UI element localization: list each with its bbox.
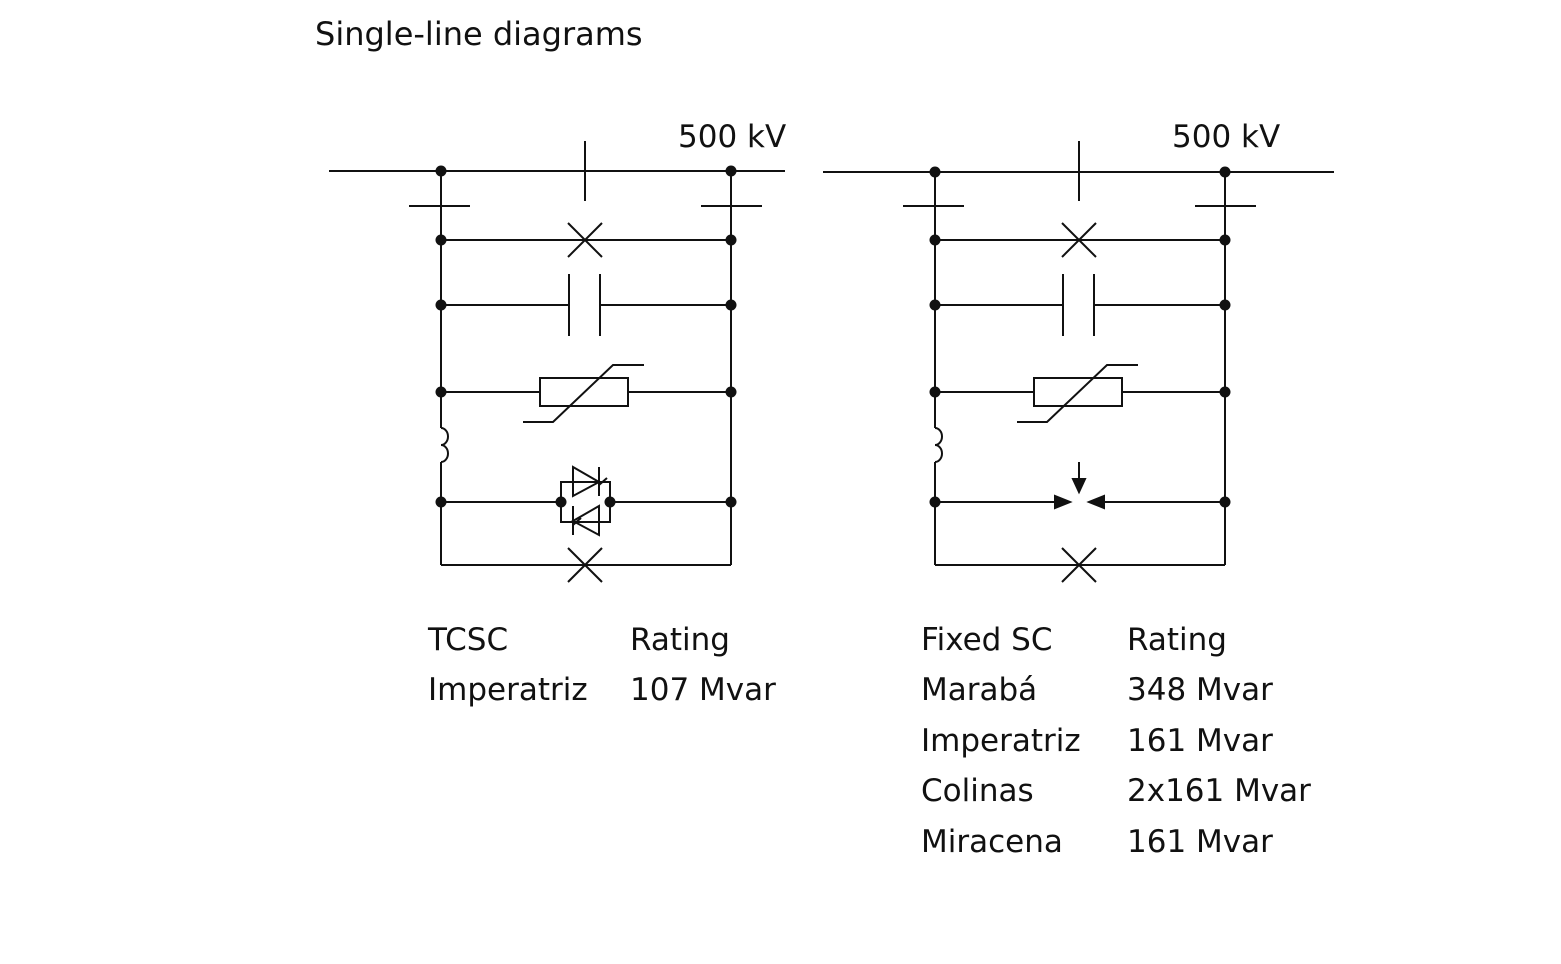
junction-dot [929,386,941,398]
wire [567,222,603,258]
junction-dot [435,299,447,311]
station-name: Miracena [921,823,1063,860]
junction-dot [929,234,941,246]
table-header-rating: Rating [1127,622,1227,658]
junction-dot [435,386,447,398]
bypass-breaker-icon [567,222,603,258]
table-header-name: TCSC [428,622,509,658]
wire [1061,222,1097,258]
station-name: Imperatriz [428,672,588,708]
station-name: Colinas [921,773,1034,809]
thyristor-valve-icon [441,465,731,537]
station-name: Imperatriz [921,722,1081,759]
junction-dot [929,299,941,311]
station-rating: 348 Mvar [1127,672,1273,708]
protective-breaker-icon [567,547,603,583]
spark-gap-icon [935,462,1225,510]
junction-dot [1219,496,1231,508]
station-rating: 107 Mvar [630,672,776,708]
wire [1061,547,1097,583]
junction-dot [1219,386,1231,398]
capacitor-icon [441,274,731,336]
junction-dot [725,299,737,311]
capacitor-icon [935,274,1225,336]
voltage-label: 500 kV [1172,119,1281,155]
table-header-rating: Rating [630,622,730,658]
bypass-breaker-icon [1061,222,1097,258]
voltage-label: 500 kV [678,119,787,155]
junction-dot [604,496,616,508]
junction-dot [435,496,447,508]
protective-breaker-icon [1061,547,1097,583]
junction-dot [1219,234,1231,246]
wire [572,517,582,526]
junction-dot [929,496,941,508]
junction-dot [725,234,737,246]
reactor-inductor-icon [934,427,943,463]
station-name: Marabá [921,672,1038,708]
station-rating: 2x161 Mvar [1127,773,1311,809]
table-header-name: Fixed SC [921,622,1053,658]
junction-dot [555,496,567,508]
diagram-tcsc [329,141,785,583]
station-rating: 161 Mvar [1127,823,1273,860]
wire [598,477,608,486]
junction-dot [435,234,447,246]
diagram-fixed-sc [823,141,1334,583]
page-title: Single-line diagrams [315,15,643,53]
varistor-icon [441,364,731,423]
wire [567,547,603,583]
junction-dot [725,386,737,398]
varistor-icon [935,364,1225,423]
reactor-inductor-icon [440,427,449,463]
junction-dot [1219,299,1231,311]
junction-dot [725,496,737,508]
station-rating: 161 Mvar [1127,722,1273,759]
